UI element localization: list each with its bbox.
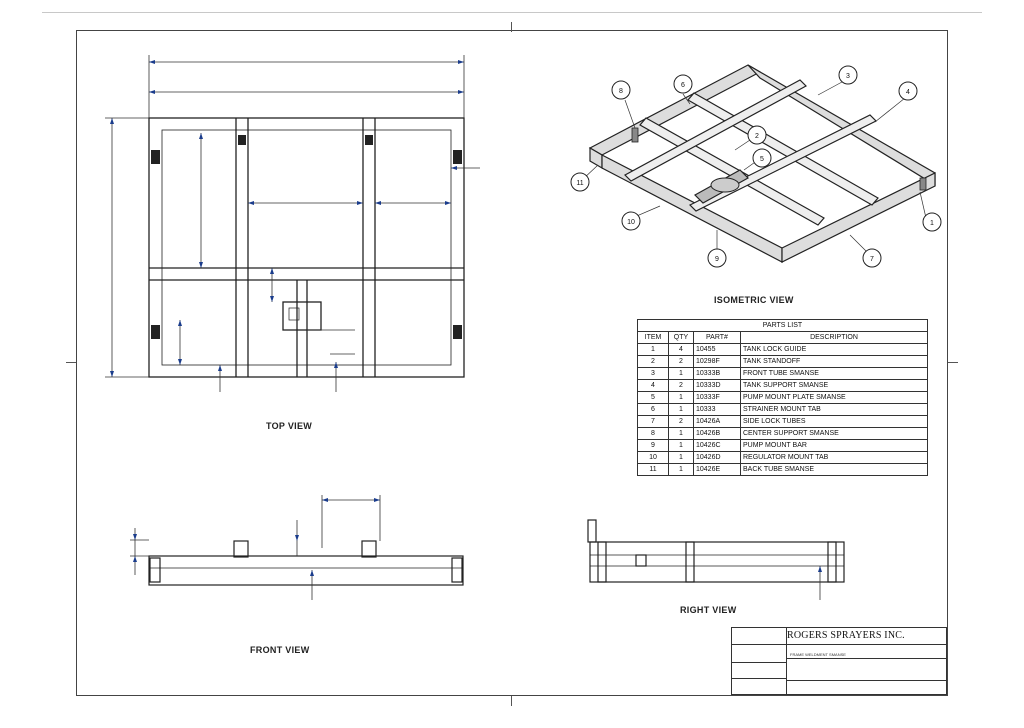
description-cell: FRONT TUBE SMANSE — [740, 367, 928, 380]
header-qty: QTY — [668, 331, 694, 344]
part-number-cell: 10426D — [693, 451, 741, 464]
qty-cell: 1 — [668, 391, 694, 404]
description-cell: BACK TUBE SMANSE — [740, 463, 928, 476]
qty-cell: 1 — [668, 427, 694, 440]
description-cell: REGULATOR MOUNT TAB — [740, 451, 928, 464]
company-name: ROGERS SPRAYERS INC. — [787, 630, 905, 641]
item-cell: 3 — [637, 367, 669, 380]
sheet-center-mark-bottom — [511, 696, 512, 706]
balloon-3: 3 — [846, 73, 850, 80]
item-cell: 7 — [637, 415, 669, 428]
qty-cell: 1 — [668, 367, 694, 380]
isometric-view-label: ISOMETRIC VIEW — [714, 295, 794, 305]
balloon-4: 4 — [906, 89, 910, 96]
part-number-cell: 10426C — [693, 439, 741, 452]
description-cell: TANK LOCK GUIDE — [740, 343, 928, 356]
description-cell: PUMP MOUNT PLATE SMANSE — [740, 391, 928, 404]
part-number-cell: 10426B — [693, 427, 741, 440]
description-cell: SIDE LOCK TUBES — [740, 415, 928, 428]
part-number-cell: 10333F — [693, 391, 741, 404]
item-cell: 4 — [637, 379, 669, 392]
parts-list-title: PARTS LIST — [637, 319, 928, 332]
title-block: ROGERS SPRAYERS INC. FRAME WELDMENT SMAN… — [731, 627, 947, 695]
balloon-10: 10 — [627, 219, 635, 226]
top-view-label: TOP VIEW — [266, 421, 313, 431]
item-cell: 9 — [637, 439, 669, 452]
item-cell: 6 — [637, 403, 669, 416]
balloon-2: 2 — [755, 133, 759, 140]
right-view-label: RIGHT VIEW — [680, 605, 737, 615]
description-cell: CENTER SUPPORT SMANSE — [740, 427, 928, 440]
top-divider — [42, 12, 982, 13]
item-cell: 1 — [637, 343, 669, 356]
part-number-cell: 10333D — [693, 379, 741, 392]
item-cell: 8 — [637, 427, 669, 440]
item-cell: 10 — [637, 451, 669, 464]
item-cell: 5 — [637, 391, 669, 404]
balloon-6: 6 — [681, 82, 685, 89]
balloon-7: 7 — [870, 256, 874, 263]
header-description: DESCRIPTION — [740, 331, 928, 344]
balloon-8: 8 — [619, 88, 623, 95]
item-cell: 11 — [637, 463, 669, 476]
drawing-title: FRAME WELDMENT SMANSE — [790, 652, 846, 657]
balloon-9: 9 — [715, 256, 719, 263]
description-cell: TANK STANDOFF — [740, 355, 928, 368]
sheet-center-mark-right — [948, 362, 958, 363]
qty-cell: 1 — [668, 463, 694, 476]
qty-cell: 2 — [668, 379, 694, 392]
sheet-center-mark-top — [511, 22, 512, 32]
header-item: ITEM — [637, 331, 669, 344]
sheet-center-mark-left — [66, 362, 76, 363]
qty-cell: 4 — [668, 343, 694, 356]
part-number-cell: 10333B — [693, 367, 741, 380]
balloon-1: 1 — [930, 220, 934, 227]
balloon-11: 11 — [576, 180, 583, 187]
description-cell: TANK SUPPORT SMANSE — [740, 379, 928, 392]
top-bar — [0, 0, 1024, 20]
qty-cell: 2 — [668, 355, 694, 368]
balloon-5: 5 — [760, 156, 764, 163]
part-number-cell: 10298F — [693, 355, 741, 368]
qty-cell: 1 — [668, 439, 694, 452]
part-number-cell: 10333 — [693, 403, 741, 416]
qty-cell: 2 — [668, 415, 694, 428]
qty-cell: 1 — [668, 451, 694, 464]
part-number-cell: 10426E — [693, 463, 741, 476]
part-number-cell: 10455 — [693, 343, 741, 356]
qty-cell: 1 — [668, 403, 694, 416]
header-part: PART# — [693, 331, 741, 344]
item-cell: 2 — [637, 355, 669, 368]
description-cell: PUMP MOUNT BAR — [740, 439, 928, 452]
parts-list-header-row: ITEM QTY PART# DESCRIPTION — [637, 331, 928, 344]
front-view-label: FRONT VIEW — [250, 645, 310, 655]
description-cell: STRAINER MOUNT TAB — [740, 403, 928, 416]
part-number-cell: 10426A — [693, 415, 741, 428]
